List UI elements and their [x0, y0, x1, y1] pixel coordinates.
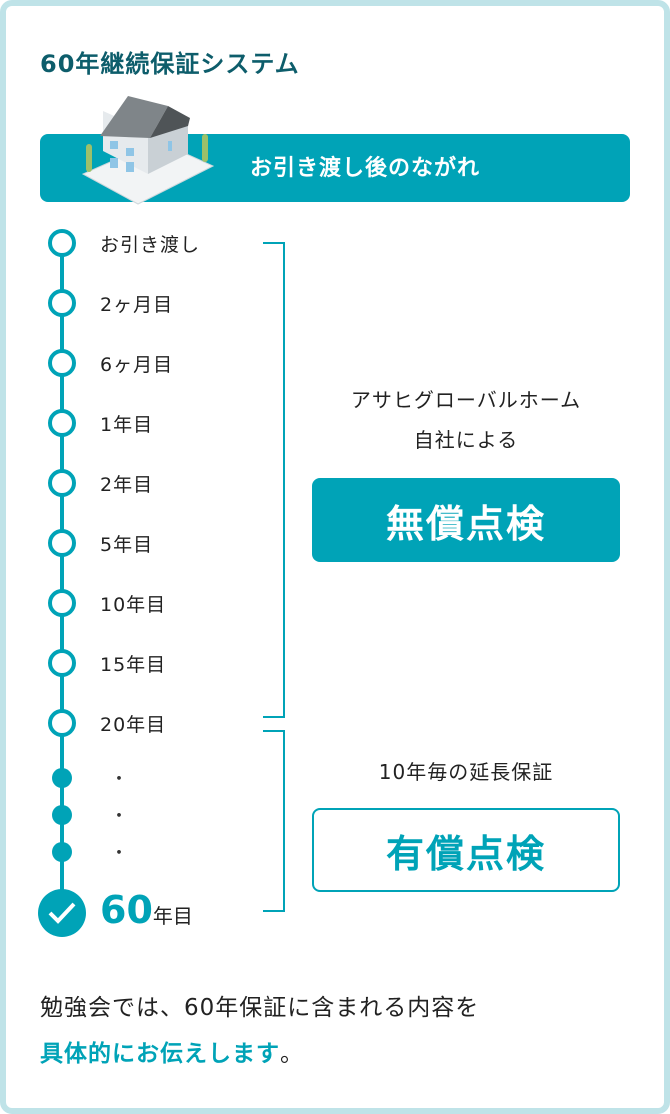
free-inspection-badge: 無償点検 [312, 478, 620, 562]
timeline-line [60, 243, 64, 912]
ellipsis-dot: ・ [110, 843, 128, 864]
milestone-label: 1年目 [100, 414, 154, 436]
footer-highlight: 具体的にお伝えします [40, 1041, 280, 1067]
timeline-node [48, 589, 76, 617]
timeline-node [48, 649, 76, 677]
timeline-node [48, 529, 76, 557]
paid-inspection-badge: 有償点検 [312, 808, 620, 892]
ellipsis-dot: ・ [110, 769, 128, 790]
footer-text: 勉強会では、60年保証に含まれる内容を 具体的にお伝えします。 [40, 985, 479, 1077]
milestone-label: 2年目 [100, 474, 154, 496]
timeline-node [48, 349, 76, 377]
paid-caption: 10年毎の延長保証 [378, 760, 554, 784]
milestone-label: 15年目 [100, 654, 167, 676]
final-suffix: 年目 [152, 904, 193, 928]
milestone-label: 2ヶ月目 [100, 294, 174, 316]
free-caption: アサヒグローバルホーム 自社による [300, 380, 632, 460]
timeline-node [48, 409, 76, 437]
timeline-node [48, 229, 76, 257]
timeline-dot [52, 842, 72, 862]
ellipsis-dot: ・ [110, 806, 128, 827]
milestone-label: 6ヶ月目 [100, 354, 174, 376]
bracket-paid [263, 730, 285, 912]
timeline-node [48, 709, 76, 737]
milestone-label: 5年目 [100, 534, 154, 556]
milestone-label: お引き渡し [100, 234, 201, 256]
final-number: 60 [100, 888, 153, 932]
timeline-node [48, 289, 76, 317]
house-illustration [81, 96, 215, 205]
page-title: 60年継続保証システム [40, 50, 300, 78]
footer-line1: 勉強会では、60年保証に含まれる内容を [40, 995, 480, 1021]
milestone-label: 10年目 [100, 594, 167, 616]
timeline-dot [52, 768, 72, 788]
milestone-label: 20年目 [100, 714, 167, 736]
banner-label: お引き渡し後のながれ [250, 156, 481, 181]
check-icon [38, 889, 86, 937]
footer-line2: 具体的にお伝えします。 [40, 1031, 479, 1077]
footer-period: 。 [280, 1041, 304, 1067]
milestone-final: 60年目 [100, 888, 193, 932]
free-caption-line2: 自社による [413, 428, 519, 452]
free-caption-line1: アサヒグローバルホーム [350, 388, 582, 412]
timeline-node [48, 469, 76, 497]
bracket-free [263, 242, 285, 718]
timeline-dot [52, 805, 72, 825]
